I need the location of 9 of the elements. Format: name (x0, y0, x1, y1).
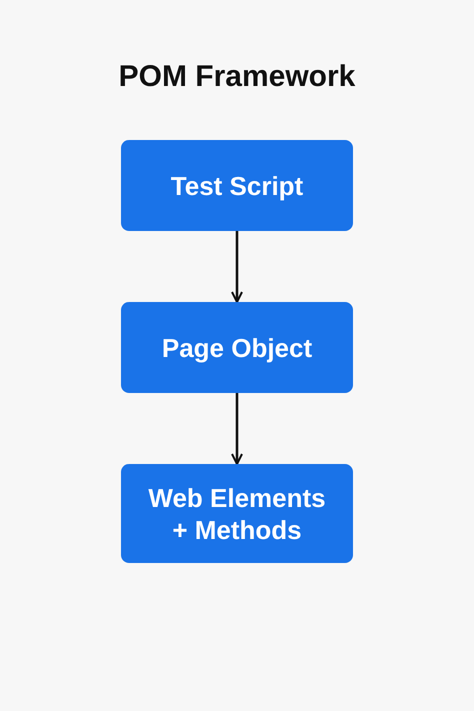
process-box (121, 302, 353, 393)
arrow (231, 393, 243, 465)
box-label: Page Object (162, 332, 312, 364)
diagram-title: POM Framework (118, 59, 356, 95)
arrow (231, 231, 243, 303)
process-box (121, 464, 353, 563)
box-label: Web Elements + Methods (147, 482, 327, 546)
box-label: Test Script (170, 170, 304, 202)
process-box (121, 140, 353, 231)
